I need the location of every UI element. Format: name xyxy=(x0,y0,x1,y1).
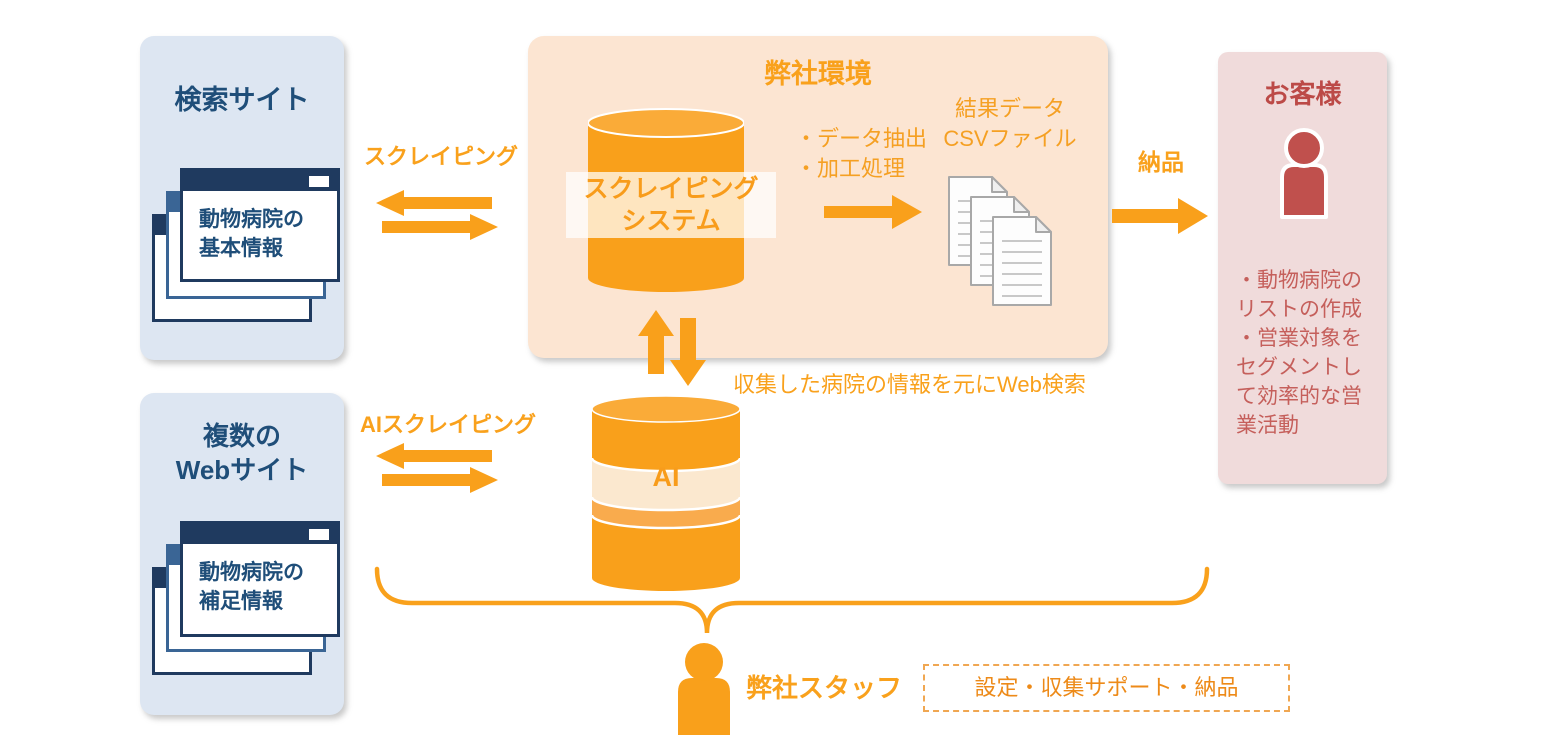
web-sites-title: 複数の Webサイト xyxy=(175,421,309,485)
double-arrow-icon xyxy=(376,443,498,493)
search-site-box: 検索サイト 動物病院の 基本情報 xyxy=(140,36,344,360)
web-search-note: 収集した病院の情報を元にWeb検索 xyxy=(733,372,1086,397)
arrow-right-icon xyxy=(824,195,922,229)
ai-database-icon xyxy=(592,396,740,591)
ai-scraping-flow-label: AIスクレイピング xyxy=(360,412,537,437)
window-control-icon xyxy=(309,529,329,540)
arrow-right-icon xyxy=(1112,198,1208,234)
company-environment-box: 弊社環境 スクレイピング システム ・データ抽出 ・加工処理 結果データ CSV… xyxy=(528,36,1108,358)
search-site-title: 検索サイト xyxy=(174,85,310,115)
customer-box: お客様 ・動物病院の リストの作成 ・営業対象を セグメントし て効率的な営 業… xyxy=(1218,52,1387,484)
web-sites-window-text: 動物病院の 補足情報 xyxy=(199,561,304,613)
browser-window-front: 動物病院の 補足情報 xyxy=(180,521,340,637)
customer-notes: ・動物病院の リストの作成 ・営業対象を セグメントし て効率的な営 業活動 xyxy=(1236,269,1362,437)
double-arrow-icon xyxy=(376,190,498,240)
company-environment-title: 弊社環境 xyxy=(764,59,872,89)
search-site-window-text: 動物病院の 基本情報 xyxy=(199,208,304,260)
browser-window-front: 動物病院の 基本情報 xyxy=(180,168,340,282)
web-sites-box: 複数の Webサイト 動物病院の 補足情報 xyxy=(140,393,344,715)
person-icon xyxy=(1280,128,1328,219)
scraping-flow-label: スクレイピング xyxy=(364,144,519,169)
up-down-arrows-icon xyxy=(638,310,706,386)
window-titlebar xyxy=(183,171,337,191)
result-data-label: 結果データ CSVファイル xyxy=(943,96,1077,151)
documents-icon xyxy=(948,176,1052,306)
scraping-system-label: スクレイピング システム xyxy=(566,172,776,238)
ai-cylinder-label: AI xyxy=(652,462,680,492)
staff-tasks-box: 設定・収集サポート・納品 xyxy=(923,664,1290,712)
window-titlebar xyxy=(183,524,337,544)
process-item-2: ・加工処理 xyxy=(795,156,906,181)
person-icon xyxy=(678,643,730,735)
staff-label: 弊社スタッフ xyxy=(746,673,903,703)
window-control-icon xyxy=(309,176,329,187)
customer-title: お客様 xyxy=(1263,79,1342,109)
brace-icon xyxy=(374,566,1210,634)
process-item-1: ・データ抽出 xyxy=(795,126,928,151)
delivery-label: 納品 xyxy=(1138,149,1184,175)
